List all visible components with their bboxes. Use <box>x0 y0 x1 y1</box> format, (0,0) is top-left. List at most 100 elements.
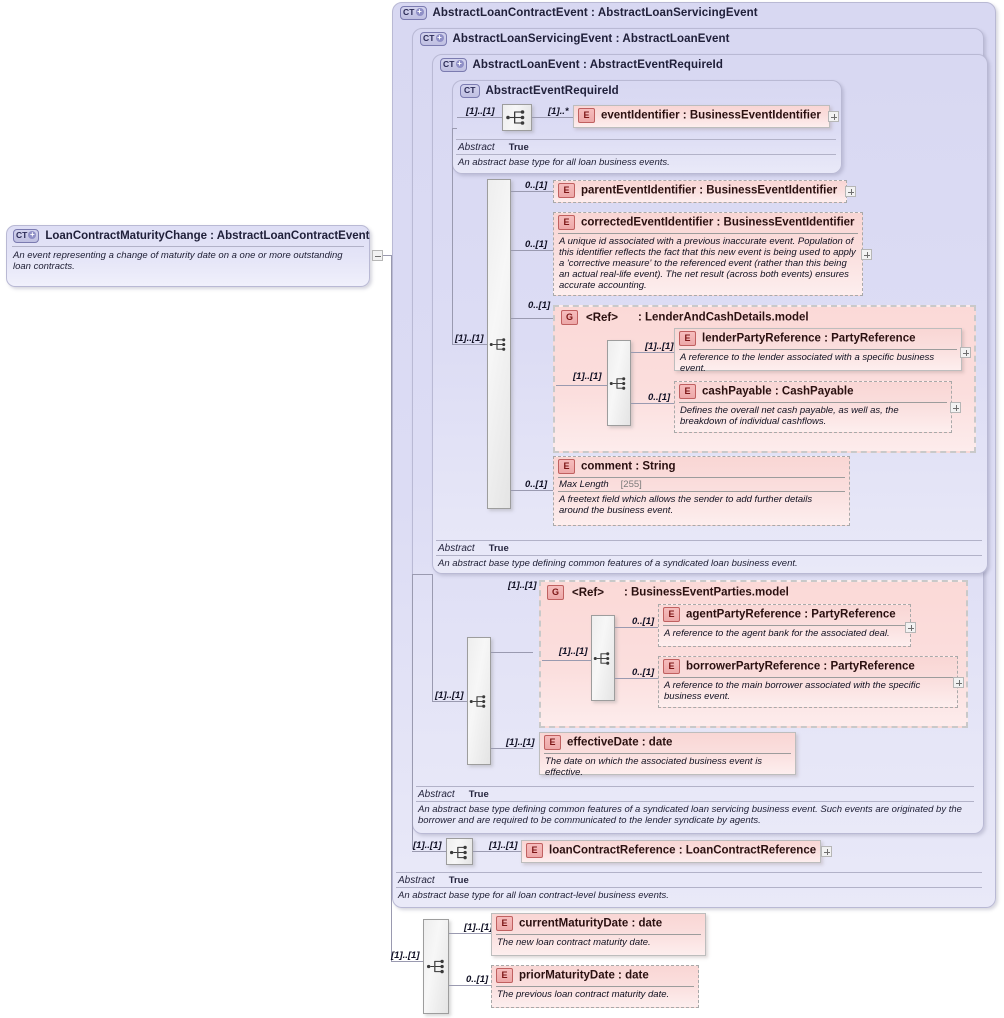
occurrence-label: 0..[1] <box>632 667 655 678</box>
occurrence-label: 0..[1] <box>466 974 489 985</box>
element-title-text: eventIdentifier : BusinessEventIdentifie… <box>601 109 821 122</box>
group-icon: G <box>547 585 564 600</box>
group-title: G<Ref>: BusinessEventParties.model <box>541 582 966 604</box>
occurrence-label: [1]..[1] <box>559 646 588 657</box>
expand-icon-cashPayable[interactable] <box>950 402 961 413</box>
connector <box>391 255 392 962</box>
root-collapse-icon[interactable] <box>372 250 383 261</box>
element-title-text: borrowerPartyReference : PartyReference <box>686 660 915 673</box>
expand-icon-agentPartyReference[interactable] <box>905 622 916 633</box>
connector <box>391 961 423 962</box>
connector <box>556 385 607 386</box>
sequence-compositor-business-parties[interactable] <box>591 615 615 701</box>
element-documentation: A freetext field which allows the sender… <box>559 493 813 516</box>
sequence-icon <box>489 338 506 351</box>
divider <box>558 490 845 492</box>
divider <box>496 933 701 935</box>
complex-type-documentation: An abstract base type for all loan contr… <box>398 890 669 901</box>
expand-icon-loanContractReference[interactable] <box>821 846 832 857</box>
element-icon: E <box>496 968 513 983</box>
expand-icon-correctedEventIdentifier[interactable] <box>861 249 872 260</box>
element-documentation: The new loan contract maturity date. <box>497 936 651 948</box>
element-title-text: cashPayable : CashPayable <box>702 385 854 398</box>
sequence-compositor-lender-cash[interactable] <box>607 340 631 426</box>
element-icon: E <box>679 331 696 346</box>
connector <box>631 352 674 353</box>
abstract-label: Abstract <box>458 142 495 153</box>
element-icon: E <box>526 843 543 858</box>
sequence-icon <box>593 652 610 665</box>
connector <box>511 318 553 319</box>
connector <box>631 403 674 404</box>
complex-type-title-loan-event: CT+AbstractLoanEvent : AbstractEventRequ… <box>440 58 723 72</box>
complex-type-title-contract-event: CT+AbstractLoanContractEvent : AbstractL… <box>400 6 758 20</box>
abstract-value: True <box>508 142 529 153</box>
expand-icon-borrowerPartyReference[interactable] <box>953 677 964 688</box>
group-icon: G <box>561 310 578 325</box>
connector <box>615 678 658 679</box>
element-icon: E <box>558 183 575 198</box>
connector <box>511 250 553 251</box>
expand-icon-parentEventIdentifier[interactable] <box>845 186 856 197</box>
sequence-compositor-maturity-change[interactable] <box>423 919 449 1014</box>
element-icon: E <box>663 607 680 622</box>
abstract-value: True <box>468 789 489 800</box>
abstract-value: True <box>448 875 469 886</box>
sequence-compositor-contract-event[interactable] <box>446 838 473 865</box>
connector <box>457 117 502 118</box>
complex-type-documentation: An abstract base type defining common fe… <box>418 804 962 826</box>
divider <box>679 401 947 403</box>
element-title-text: loanContractReference : LoanContractRefe… <box>549 844 817 857</box>
sequence-compositor-loan-event[interactable] <box>487 179 511 509</box>
complex-type-icon: CT+ <box>400 6 427 20</box>
expand-icon-eventIdentifier[interactable] <box>828 111 839 122</box>
element-title-text: priorMaturityDate : date <box>519 969 649 982</box>
expand-icon-lenderPartyReference[interactable] <box>960 347 971 358</box>
occurrence-label: 0..[1] <box>525 479 548 490</box>
occurrence-label: [1]..[1] <box>506 737 535 748</box>
divider <box>496 985 694 987</box>
divider <box>544 752 791 754</box>
title-text: AbstractEventRequireId <box>485 85 619 98</box>
sequence-compositor-event-require-id[interactable] <box>502 104 532 131</box>
root-type-title-text: LoanContractMaturityChange : AbstractLoa… <box>45 230 370 243</box>
connector <box>615 627 658 628</box>
element-title-text: comment : String <box>581 460 676 473</box>
element-title-text: effectiveDate : date <box>567 736 673 749</box>
connector <box>542 660 591 661</box>
element-icon: E <box>544 735 561 750</box>
root-type-box[interactable]: CT+LoanContractMaturityChange : Abstract… <box>6 225 370 287</box>
connector <box>511 191 553 192</box>
divider <box>558 476 845 478</box>
sequence-compositor-servicing-event[interactable] <box>467 637 491 765</box>
occurrence-label: 0..[1] <box>525 239 548 250</box>
complex-type-documentation: An abstract base type for all loan busin… <box>458 157 670 168</box>
group-title-text: : LenderAndCashDetails.model <box>637 311 809 324</box>
connector <box>449 985 491 986</box>
element-documentation: The previous loan contract maturity date… <box>497 988 670 1000</box>
occurrence-label: [1]..[1] <box>391 950 420 961</box>
element-title-text: currentMaturityDate : date <box>519 917 663 930</box>
connector <box>412 574 432 575</box>
occurrence-label: [1]..[1] <box>489 840 518 851</box>
occurrence-label: 0..[1] <box>525 180 548 191</box>
element-icon: E <box>496 916 513 931</box>
sequence-icon <box>469 695 486 708</box>
